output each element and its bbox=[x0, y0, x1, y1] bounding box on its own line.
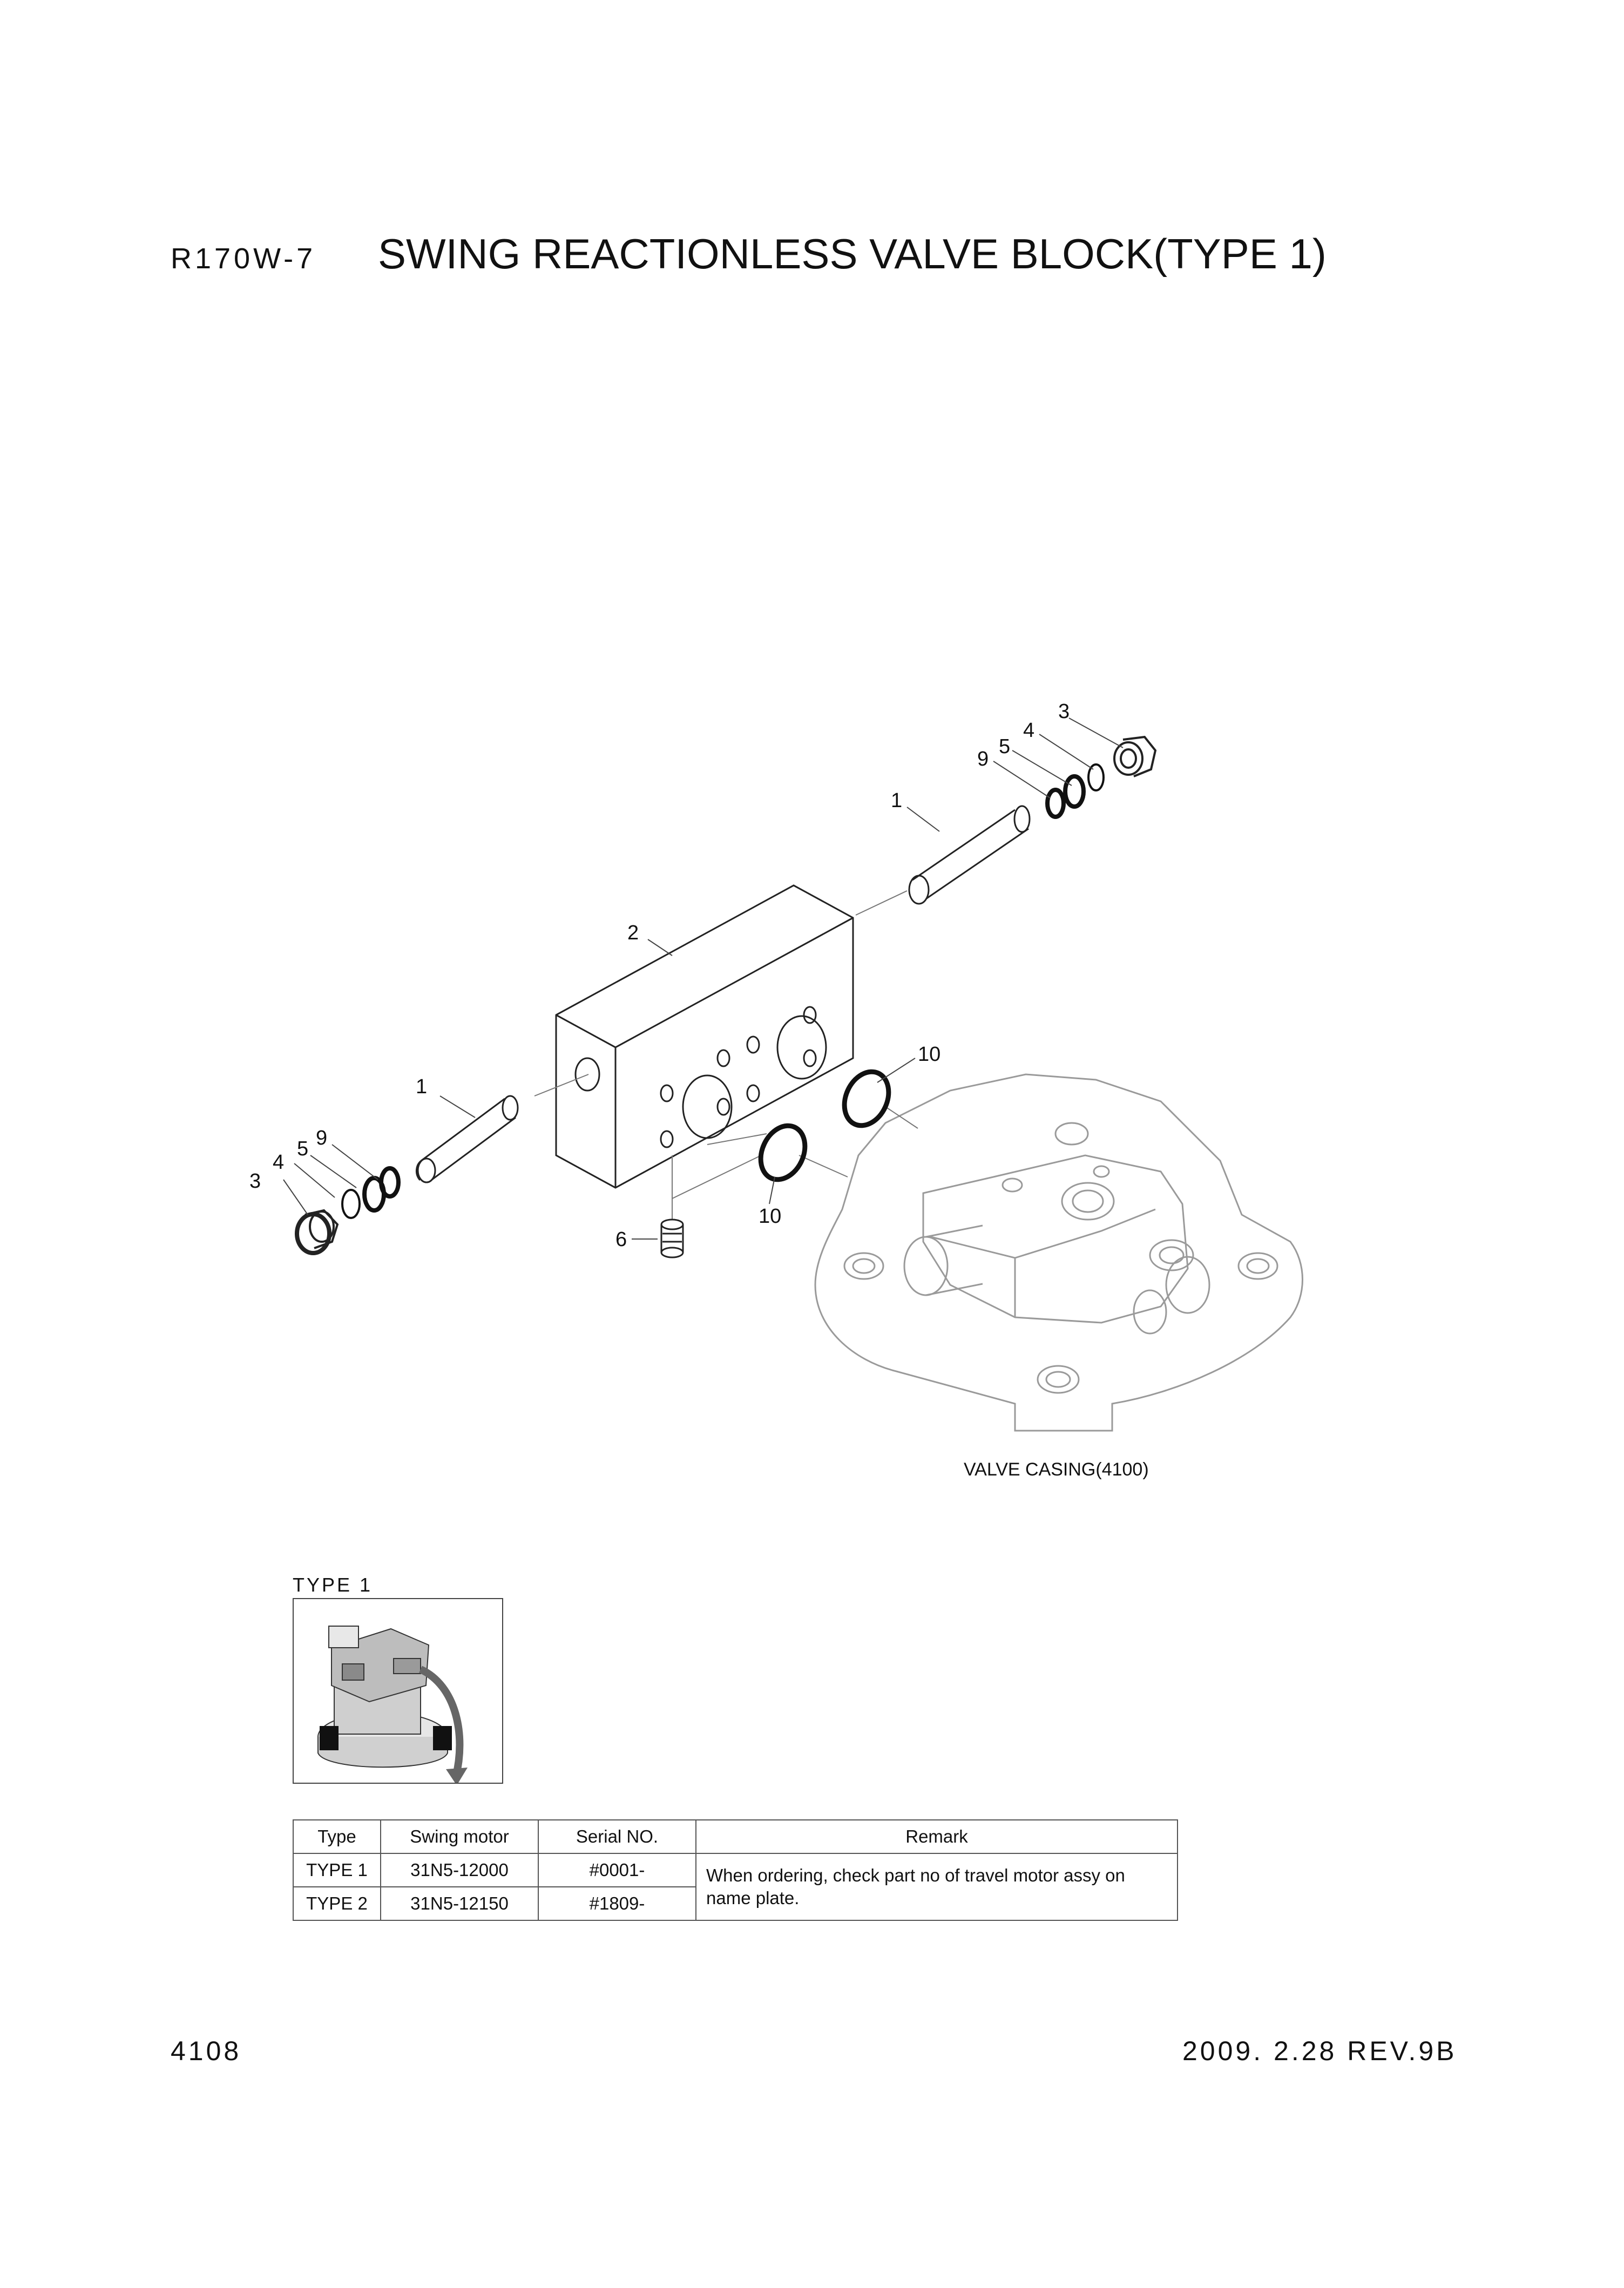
cell-remark: When ordering, check part no of travel m… bbox=[695, 1853, 1178, 1921]
leader-lines bbox=[283, 717, 1124, 1240]
callout-5-right: 5 bbox=[999, 735, 1010, 758]
header-swing-motor: Swing motor bbox=[380, 1819, 539, 1854]
callout-1-right: 1 bbox=[891, 789, 902, 812]
cell-swing-motor: 31N5-12000 bbox=[380, 1853, 539, 1887]
table-row: TYPE 1 31N5-12000 #0001- When ordering, … bbox=[293, 1853, 1178, 1921]
seals-left bbox=[341, 1166, 401, 1219]
callout-3-left: 3 bbox=[249, 1170, 261, 1193]
plug-part-6 bbox=[660, 1219, 684, 1258]
table-row: TYPE 2 31N5-12150 #1809- bbox=[293, 1886, 1178, 1921]
cell-type: TYPE 1 bbox=[293, 1853, 381, 1887]
swing-motor-thumbnail bbox=[293, 1598, 503, 1785]
cell-serial-no: #1809- bbox=[538, 1886, 696, 1921]
valve-casing-label: VALVE CASING(4100) bbox=[964, 1459, 1149, 1480]
callout-4-left: 4 bbox=[273, 1151, 284, 1174]
cell-swing-motor: 31N5-12150 bbox=[380, 1886, 539, 1921]
callout-5-left: 5 bbox=[297, 1138, 308, 1160]
o-rings-part-10 bbox=[758, 1069, 891, 1182]
swing-motor-illustration bbox=[317, 1626, 468, 1785]
callout-9-left: 9 bbox=[316, 1127, 327, 1149]
seals-right bbox=[1045, 763, 1105, 819]
callout-2: 2 bbox=[627, 922, 639, 944]
page-number: 4108 bbox=[171, 2036, 242, 2066]
callout-3-right: 3 bbox=[1058, 700, 1070, 723]
revision-date: 2009. 2.28 REV.9B bbox=[1182, 2036, 1457, 2066]
callout-10-lower: 10 bbox=[759, 1205, 781, 1228]
valve-casing bbox=[814, 1073, 1303, 1432]
assembly-lines bbox=[534, 890, 918, 1220]
valve-block-part-2 bbox=[555, 884, 854, 1189]
cell-type: TYPE 2 bbox=[293, 1886, 381, 1921]
callout-6: 6 bbox=[615, 1228, 627, 1251]
callout-1-left: 1 bbox=[416, 1075, 427, 1098]
plug-left-part-3 bbox=[295, 1209, 339, 1255]
serial-number-table: Type Swing motor Serial NO. Remark TYPE … bbox=[293, 1819, 1178, 1921]
header-type: Type bbox=[293, 1819, 381, 1854]
model-code: R170W-7 bbox=[171, 242, 316, 275]
table-header-row: Type Swing motor Serial NO. Remark bbox=[293, 1819, 1178, 1854]
header-serial-no: Serial NO. bbox=[538, 1819, 696, 1854]
callout-4-right: 4 bbox=[1023, 719, 1034, 742]
type-inset-label: TYPE 1 bbox=[293, 1574, 373, 1596]
cell-serial-no: #0001- bbox=[538, 1853, 696, 1887]
page-title: SWING REACTIONLESS VALVE BLOCK(TYPE 1) bbox=[378, 230, 1327, 277]
sleeve-right-part-1 bbox=[908, 805, 1031, 905]
header-remark: Remark bbox=[695, 1819, 1178, 1854]
callout-10-upper: 10 bbox=[918, 1043, 940, 1066]
plug-right-part-3 bbox=[1113, 735, 1157, 777]
callout-numbers: 1 1 2 3 3 4 4 5 5 9 9 6 10 10 bbox=[249, 700, 1070, 1251]
sleeve-left-part-1 bbox=[416, 1095, 519, 1183]
callout-9-right: 9 bbox=[977, 748, 989, 770]
